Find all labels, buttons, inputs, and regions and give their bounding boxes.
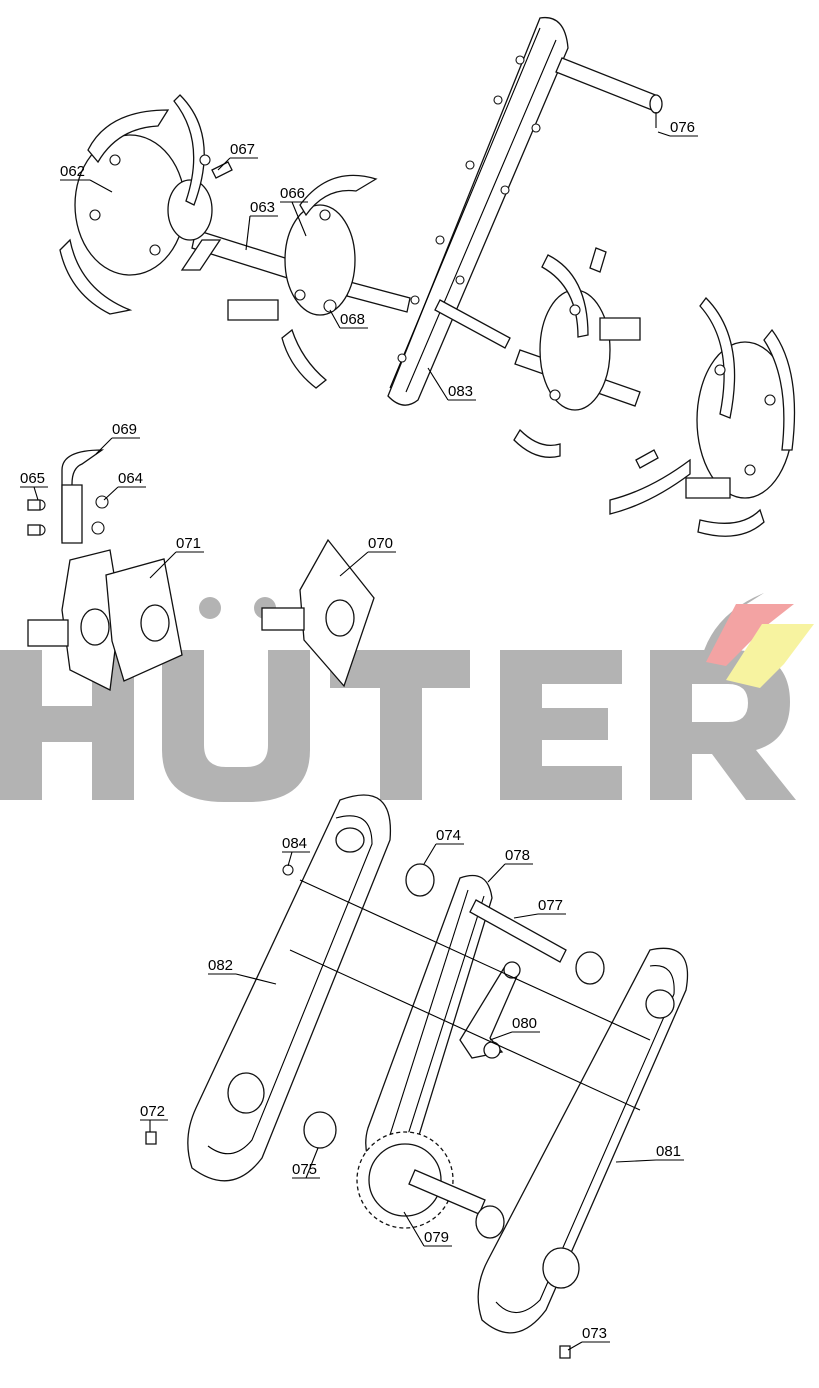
callout-082: 082 [208, 957, 233, 974]
callout-067: 067 [230, 141, 255, 158]
callout-073: 073 [582, 1325, 607, 1342]
tine-blade-and-flanges [27, 449, 375, 691]
callout-081: 081 [656, 1143, 681, 1160]
callout-068: 068 [340, 311, 365, 328]
upper-tiller-assembly [59, 16, 796, 537]
callout-labels: 062 063 064 065 066 067 068 069 070 [20, 119, 698, 1351]
callout-080: 080 [512, 1015, 537, 1032]
callout-070: 070 [368, 535, 393, 552]
accent-red-shape [706, 604, 794, 666]
callout-064: 064 [118, 470, 143, 487]
callout-083: 083 [448, 383, 473, 400]
callout-079: 079 [424, 1229, 449, 1246]
callout-069: 069 [112, 421, 137, 438]
callout-072: 072 [140, 1103, 165, 1120]
callout-065: 065 [20, 470, 45, 487]
callout-076: 076 [670, 119, 695, 136]
callout-071: 071 [176, 535, 201, 552]
callout-084: 084 [282, 835, 307, 852]
chain-case-assembly [145, 794, 689, 1359]
callout-074: 074 [436, 827, 461, 844]
accent-yellow-shape [726, 624, 814, 688]
callout-077: 077 [538, 897, 563, 914]
callout-075: 075 [292, 1161, 317, 1178]
callout-078: 078 [505, 847, 530, 864]
callout-062: 062 [60, 163, 85, 180]
callout-066: 066 [280, 185, 305, 202]
callout-063: 063 [250, 199, 275, 216]
